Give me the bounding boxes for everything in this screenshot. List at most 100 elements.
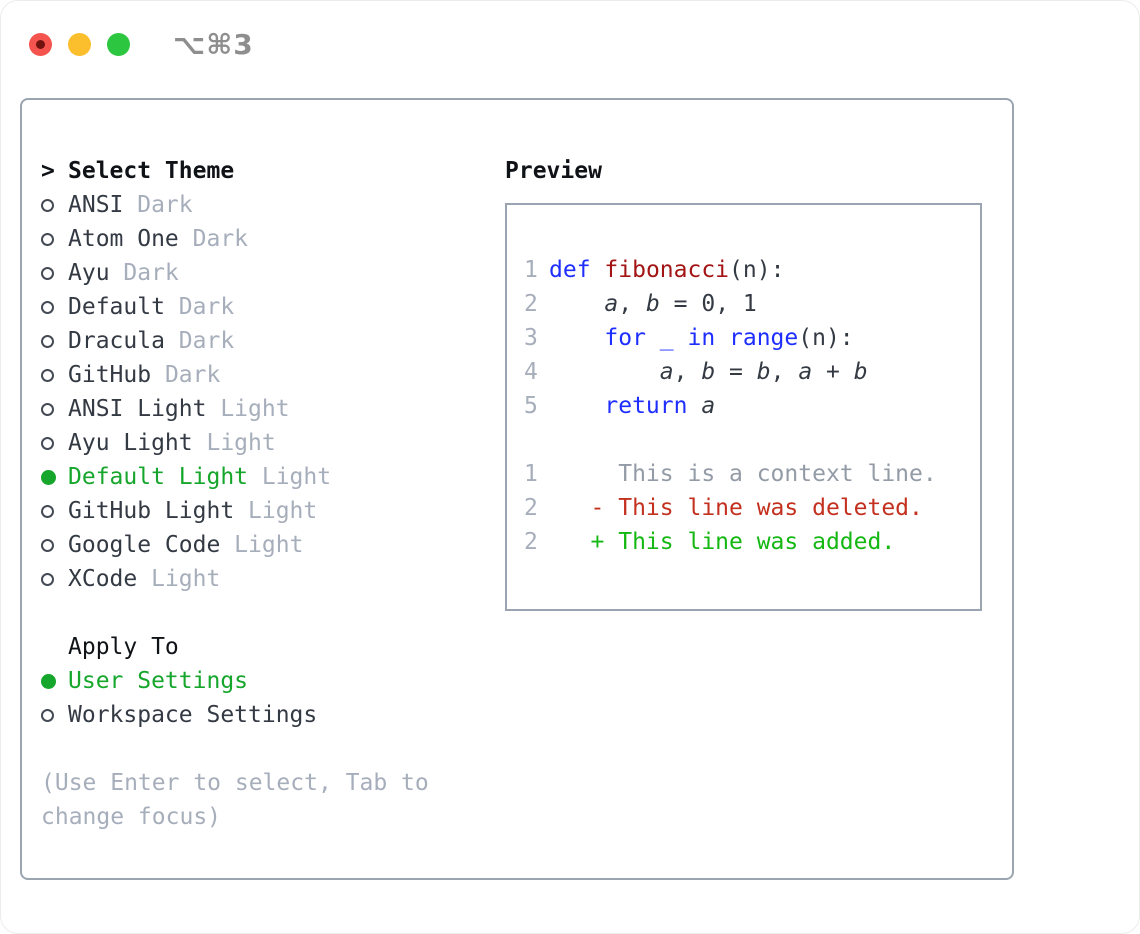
theme-option-github-dark[interactable]: GitHub Dark	[41, 358, 505, 392]
theme-variant: Light	[206, 396, 290, 422]
line-number: 1	[524, 461, 538, 487]
code-line: 4 a, b = b, a + b	[524, 355, 966, 389]
code-segment: ,	[770, 359, 799, 385]
theme-name: Atom One	[68, 226, 179, 252]
radio-icon	[41, 266, 68, 280]
code-segment: a	[659, 359, 674, 385]
zoom-button-icon[interactable]	[107, 33, 130, 56]
code-segment	[591, 257, 605, 283]
radio-selected-icon	[41, 673, 68, 689]
theme-variant: Dark	[178, 226, 249, 252]
theme-option-ayu-dark[interactable]: Ayu Dark	[41, 256, 505, 290]
theme-name: GitHub Light	[68, 498, 235, 524]
theme-option-default-dark[interactable]: Default Dark	[41, 290, 505, 324]
theme-option-ansi-light-light[interactable]: ANSI Light Light	[41, 392, 505, 426]
code-segment: - This line was deleted.	[549, 495, 923, 521]
theme-variant: Dark	[164, 328, 235, 354]
code-segment: a	[701, 393, 716, 419]
preview-title: Preview	[505, 158, 602, 184]
code-segment: ,	[673, 359, 702, 385]
code-segment: a	[604, 291, 619, 317]
theme-option-default-light-light[interactable]: Default Light Light	[41, 460, 505, 494]
theme-option-ayu-light-light[interactable]: Ayu Light Light	[41, 426, 505, 460]
theme-variant: Dark	[109, 260, 179, 286]
apply-option-label: User Settings	[68, 668, 249, 694]
radio-icon	[41, 334, 68, 348]
code-segment	[549, 325, 604, 351]
titlebar: ⌥⌘3	[1, 1, 1139, 61]
apply-to-header-row: Apply To	[41, 630, 505, 664]
radio-selected-icon	[41, 469, 68, 485]
keyboard-shortcut-label: ⌥⌘3	[173, 28, 254, 61]
theme-name: ANSI	[68, 192, 124, 218]
theme-name: XCode	[68, 566, 138, 592]
help-text: (Use Enter to select, Tab to change focu…	[41, 770, 429, 830]
radio-icon	[41, 538, 68, 552]
theme-variant: Light	[137, 566, 221, 592]
code-segment: = 0, 1	[659, 291, 757, 317]
code-segment: fibonacci	[604, 257, 730, 283]
theme-name: GitHub	[68, 362, 152, 388]
code-line: 2 a, b = 0, 1	[524, 287, 966, 321]
code-segment: +	[812, 359, 854, 385]
code-segment: a	[798, 359, 813, 385]
theme-variant: Dark	[123, 192, 193, 218]
code-segment	[687, 393, 701, 419]
code-segment: b	[701, 359, 716, 385]
code-line: 2 - This line was deleted.	[524, 491, 966, 525]
apply-option-user-settings[interactable]: User Settings	[41, 664, 505, 698]
code-segment: + This line was added.	[549, 529, 896, 555]
code-line: 1 This is a context line.	[524, 457, 966, 491]
radio-icon	[41, 368, 68, 382]
theme-option-xcode-light[interactable]: XCode Light	[41, 562, 505, 596]
theme-name: Default Light	[68, 464, 249, 490]
theme-name: Ayu	[68, 260, 110, 286]
code-segment: This is a context line.	[549, 461, 937, 487]
code-line	[524, 423, 966, 457]
focus-caret-icon: >	[41, 158, 55, 184]
theme-variant: Light	[220, 532, 304, 558]
line-number: 2	[524, 529, 538, 555]
radio-icon	[41, 232, 68, 246]
close-button-icon[interactable]	[29, 33, 52, 56]
code-segment: b	[853, 359, 868, 385]
line-number: 1	[524, 257, 538, 283]
code-segment: b	[756, 359, 771, 385]
theme-option-github-light-light[interactable]: GitHub Light Light	[41, 494, 505, 528]
theme-option-dracula-dark[interactable]: Dracula Dark	[41, 324, 505, 358]
radio-icon	[41, 402, 68, 416]
select-theme-title: Select Theme	[68, 158, 235, 184]
theme-variant: Light	[192, 430, 276, 456]
line-number: 5	[524, 393, 538, 419]
line-number: 3	[524, 325, 538, 351]
theme-name: Dracula	[68, 328, 165, 354]
preview-header-row: Preview	[505, 154, 988, 188]
radio-icon	[41, 572, 68, 586]
theme-name: Ayu Light	[68, 430, 193, 456]
theme-option-ansi-dark[interactable]: ANSI Dark	[41, 188, 505, 222]
code-segment: return	[604, 393, 688, 419]
theme-variant: Dark	[164, 294, 235, 320]
radio-icon	[41, 436, 68, 450]
radio-icon	[41, 300, 68, 314]
code-segment	[549, 359, 660, 385]
theme-variant: Light	[248, 464, 332, 490]
code-segment: =	[715, 359, 757, 385]
radio-icon	[41, 708, 68, 722]
theme-option-atom-one-dark[interactable]: Atom One Dark	[41, 222, 505, 256]
code-segment: for _ in range	[604, 325, 799, 351]
apply-to-title: Apply To	[68, 634, 179, 660]
code-line: 2 + This line was added.	[524, 525, 966, 559]
code-line: 5 return a	[524, 389, 966, 423]
apply-option-workspace-settings[interactable]: Workspace Settings	[41, 698, 505, 732]
theme-option-google-code-light[interactable]: Google Code Light	[41, 528, 505, 562]
minimize-button-icon[interactable]	[68, 33, 91, 56]
theme-name: Default	[68, 294, 165, 320]
